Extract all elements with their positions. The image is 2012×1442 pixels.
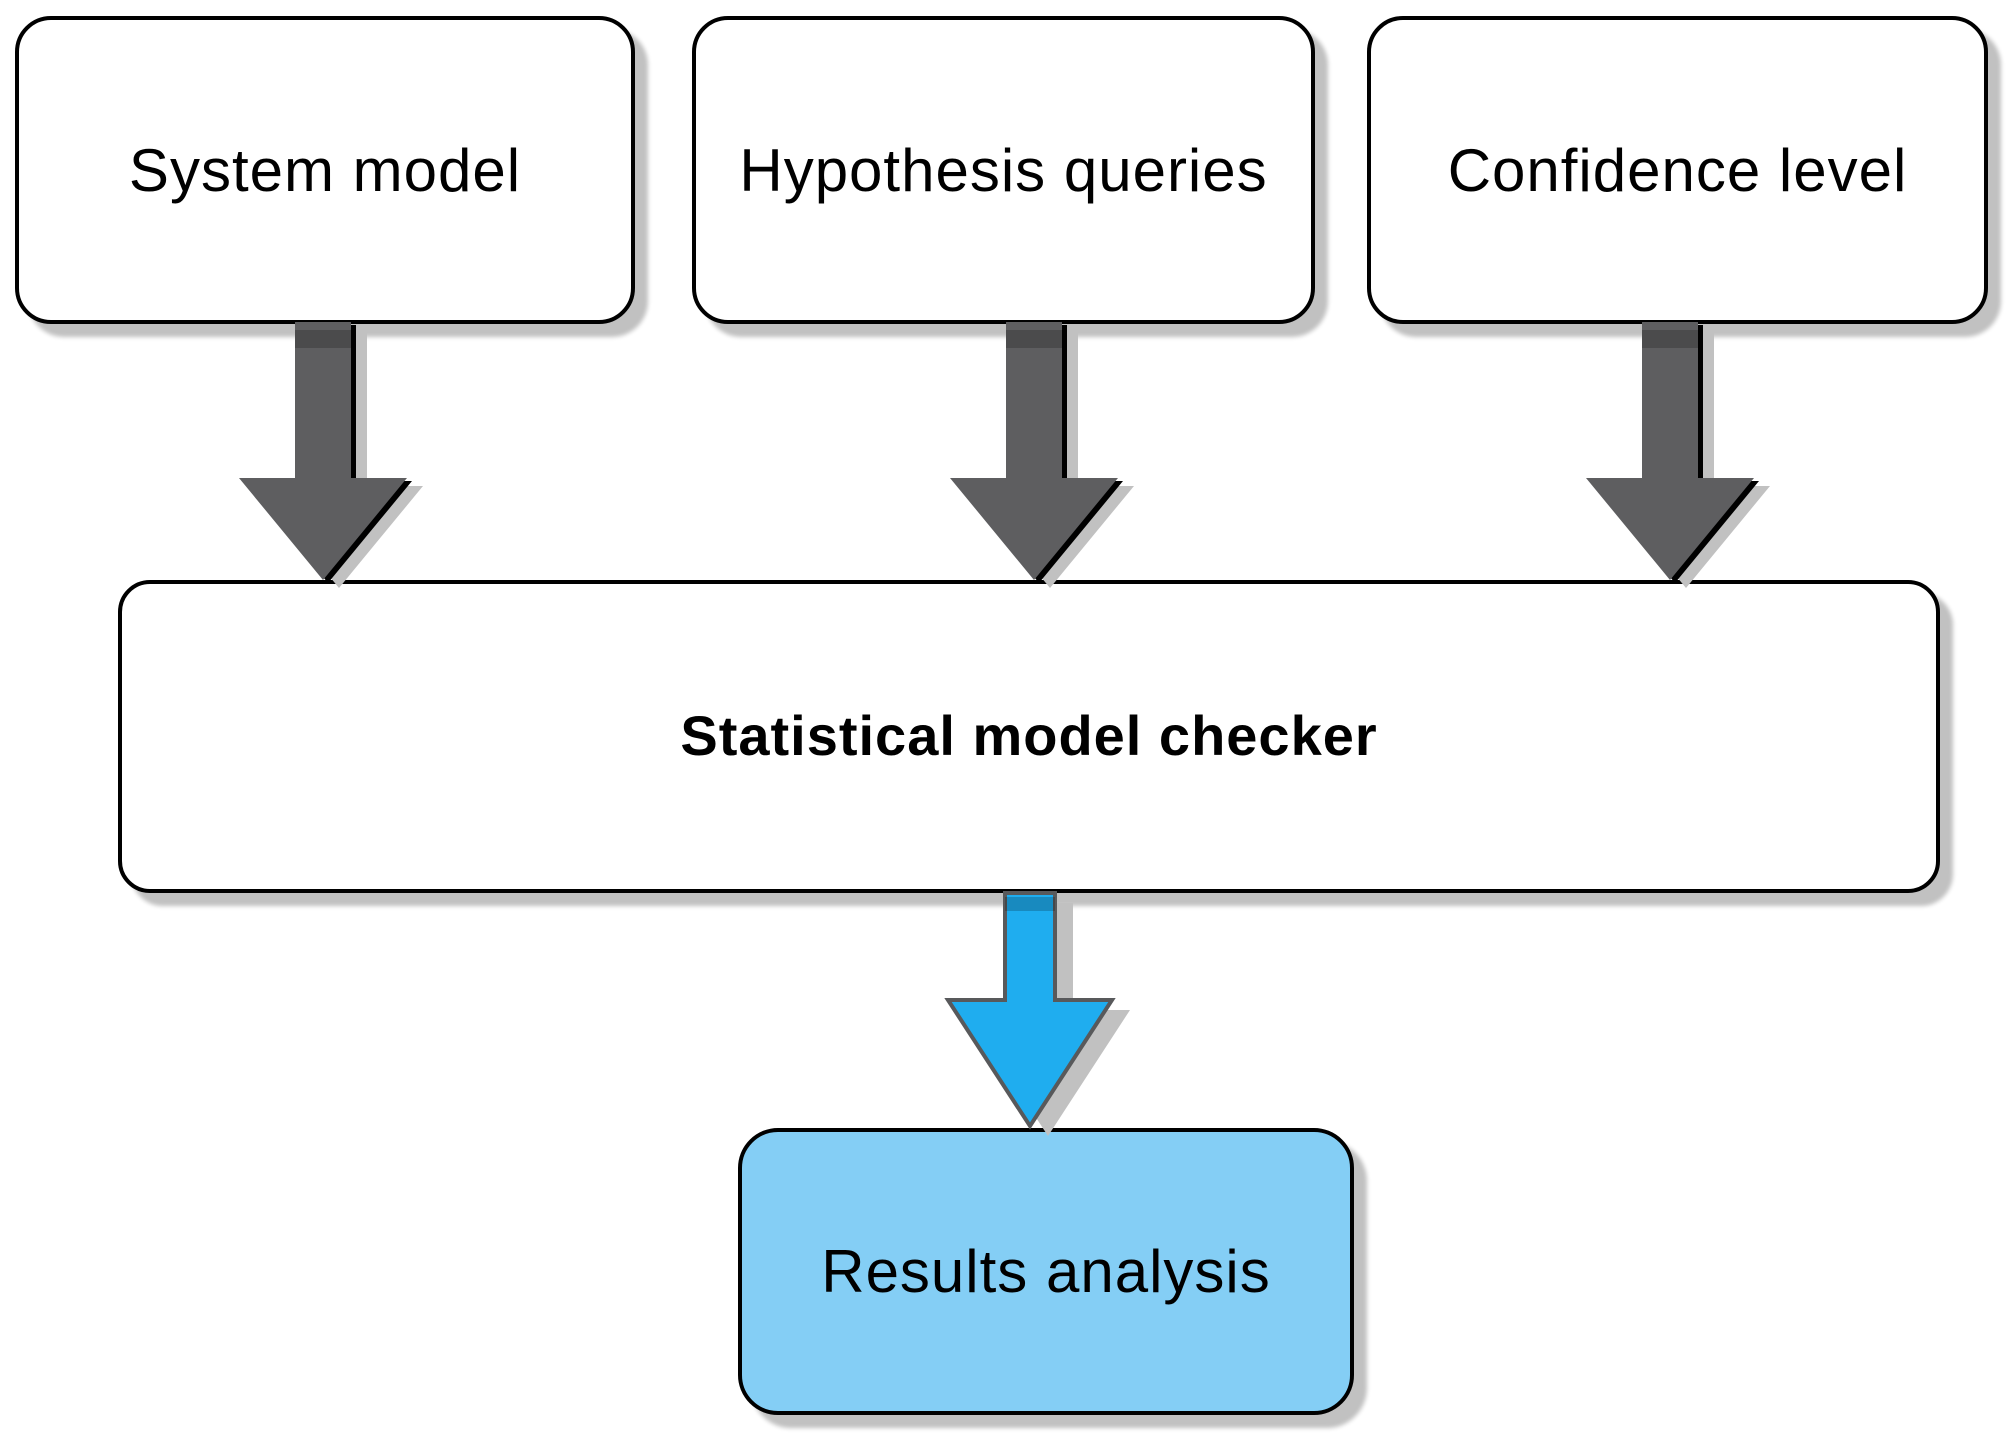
node-confidence-level-label: Confidence level <box>1447 136 1908 204</box>
down-arrow-shadow <box>1602 330 1770 588</box>
node-system-model: System model <box>15 16 635 324</box>
node-statistical-model-checker: Statistical model checker <box>118 580 1940 893</box>
down-arrow-shadow <box>255 330 423 588</box>
arrow-confidence-level-to-checker <box>1586 322 1770 588</box>
node-confidence-level: Confidence level <box>1367 16 1988 324</box>
down-arrow-overlap-tint <box>1006 330 1062 348</box>
down-arrow-overlap-tint <box>1005 897 1055 911</box>
down-arrow-edge <box>244 325 412 583</box>
down-arrow-icon <box>239 322 407 580</box>
down-arrow-icon <box>950 322 1118 580</box>
node-hypothesis-queries-label: Hypothesis queries <box>739 136 1268 204</box>
node-system-model-label: System model <box>128 136 522 204</box>
node-results-analysis: Results analysis <box>738 1128 1354 1415</box>
down-arrow-overlap-tint <box>295 330 351 348</box>
down-arrow-icon <box>1586 322 1754 580</box>
arrow-hypothesis-queries-to-checker <box>950 322 1134 588</box>
down-arrow-shadow <box>966 903 1130 1136</box>
down-arrow-edge <box>1591 325 1759 583</box>
arrow-checker-to-results <box>944 891 1130 1136</box>
node-hypothesis-queries: Hypothesis queries <box>692 16 1315 324</box>
down-arrow-blue-icon <box>944 891 1116 1130</box>
node-statistical-model-checker-label: Statistical model checker <box>680 704 1378 768</box>
down-arrow-overlap-tint <box>1642 330 1698 348</box>
node-results-analysis-label: Results analysis <box>821 1238 1271 1305</box>
down-arrow-shadow <box>966 330 1134 588</box>
down-arrow-edge <box>955 325 1123 583</box>
arrow-system-model-to-checker <box>239 322 423 588</box>
